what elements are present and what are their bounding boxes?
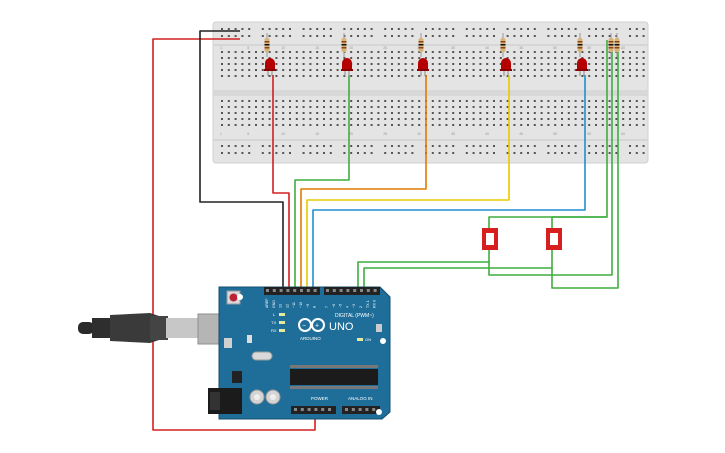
resistor-group — [264, 33, 620, 57]
column-number-top: 1 — [220, 46, 222, 50]
pin-label: TX 1 — [366, 300, 370, 308]
model-label: UNO — [329, 321, 354, 333]
analog-label: ANALOG IN — [348, 396, 373, 401]
breadboard: 1155101015152020252530303535404045455050… — [212, 21, 649, 164]
wire-switch-top — [488, 40, 608, 232]
pin-label: 12 — [285, 304, 289, 308]
led-5 — [576, 58, 588, 76]
resistor — [608, 33, 614, 57]
wire-switch-top-2 — [551, 216, 607, 232]
led-2 — [341, 58, 353, 76]
column-number-bottom: 50 — [553, 132, 557, 136]
wire-switch2-gnd — [551, 40, 619, 289]
pin-label: 7 — [325, 306, 329, 308]
power-analog-pins — [294, 408, 376, 411]
pin-label: AREF — [265, 298, 269, 308]
wire-led3 — [300, 75, 427, 287]
led-3 — [417, 58, 429, 76]
rx-label: RX — [271, 328, 277, 333]
pin-label: 13 — [279, 304, 283, 308]
led-1 — [264, 58, 276, 76]
resistor — [264, 33, 270, 57]
resistor — [418, 33, 424, 57]
pin-label: ~11 — [292, 302, 296, 308]
column-number-bottom: 40 — [485, 132, 489, 136]
slide-switch-1[interactable] — [482, 228, 498, 250]
slide-switch-2[interactable] — [546, 228, 562, 250]
column-number-top: 40 — [485, 46, 489, 50]
column-number-top: 5 — [247, 46, 249, 50]
pin-label: 4 — [345, 306, 349, 308]
resistor — [341, 33, 347, 57]
column-number-bottom: 60 — [621, 132, 625, 136]
resistor — [614, 33, 620, 57]
pin-label: ~9 — [306, 304, 310, 308]
column-number-bottom: 20 — [349, 132, 353, 136]
svg-text:+: + — [315, 323, 319, 330]
column-number-bottom: 45 — [519, 132, 523, 136]
column-number-bottom: 10 — [281, 132, 285, 136]
column-number-bottom: 35 — [451, 132, 455, 136]
pin-label: 2 — [359, 306, 363, 308]
column-number-bottom: 5 — [247, 132, 249, 136]
column-number-top: 60 — [621, 46, 625, 50]
pin-label: GND — [272, 300, 276, 308]
resistor — [577, 33, 583, 57]
resistor — [500, 33, 506, 57]
digital-header-pins — [266, 289, 377, 292]
digital-header-label: DIGITAL (PWM~) — [335, 313, 374, 319]
pin-label: ~10 — [299, 302, 303, 308]
led-4 — [500, 58, 512, 76]
wire-switch1-out — [357, 246, 490, 287]
column-number-top: 45 — [519, 46, 523, 50]
usb-cable — [78, 313, 233, 345]
column-number-top: 20 — [349, 46, 353, 50]
column-number-bottom: 55 — [587, 132, 591, 136]
wire-led4 — [306, 75, 510, 287]
led-group — [264, 58, 588, 76]
column-number-bottom: 15 — [315, 132, 319, 136]
column-number-top: 50 — [553, 46, 557, 50]
power-label: POWER — [311, 396, 329, 401]
wires — [152, 30, 619, 431]
atmega-chip — [290, 369, 378, 385]
arduino-logo: − + — [298, 318, 325, 332]
wire-led5 — [312, 75, 586, 287]
column-number-bottom: 1 — [220, 132, 222, 136]
svg-text:−: − — [302, 323, 306, 330]
wire-black-gnd — [199, 30, 284, 287]
pin-label: ~6 — [332, 304, 336, 308]
column-number-bottom: 25 — [383, 132, 387, 136]
wire-switch2-out — [363, 246, 553, 287]
l-label: L — [273, 312, 276, 317]
pin-label: ~5 — [339, 304, 343, 308]
column-number-top: 35 — [451, 46, 455, 50]
brand-label: ARDUINO — [300, 336, 321, 341]
wire-led2 — [294, 75, 350, 287]
tx-label: TX — [271, 320, 276, 325]
pin-label: ~3 — [352, 304, 356, 308]
column-number-top: 10 — [281, 46, 285, 50]
column-number-top: 25 — [383, 46, 387, 50]
wire-red-5v — [152, 38, 316, 431]
on-label: ON — [365, 337, 371, 342]
column-number-top: 55 — [587, 46, 591, 50]
column-number-bottom: 30 — [417, 132, 421, 136]
pin-label: 8 — [313, 306, 317, 308]
pin-label: RX 0 — [373, 300, 377, 308]
column-number-top: 15 — [315, 46, 319, 50]
wire-led1 — [272, 75, 290, 287]
